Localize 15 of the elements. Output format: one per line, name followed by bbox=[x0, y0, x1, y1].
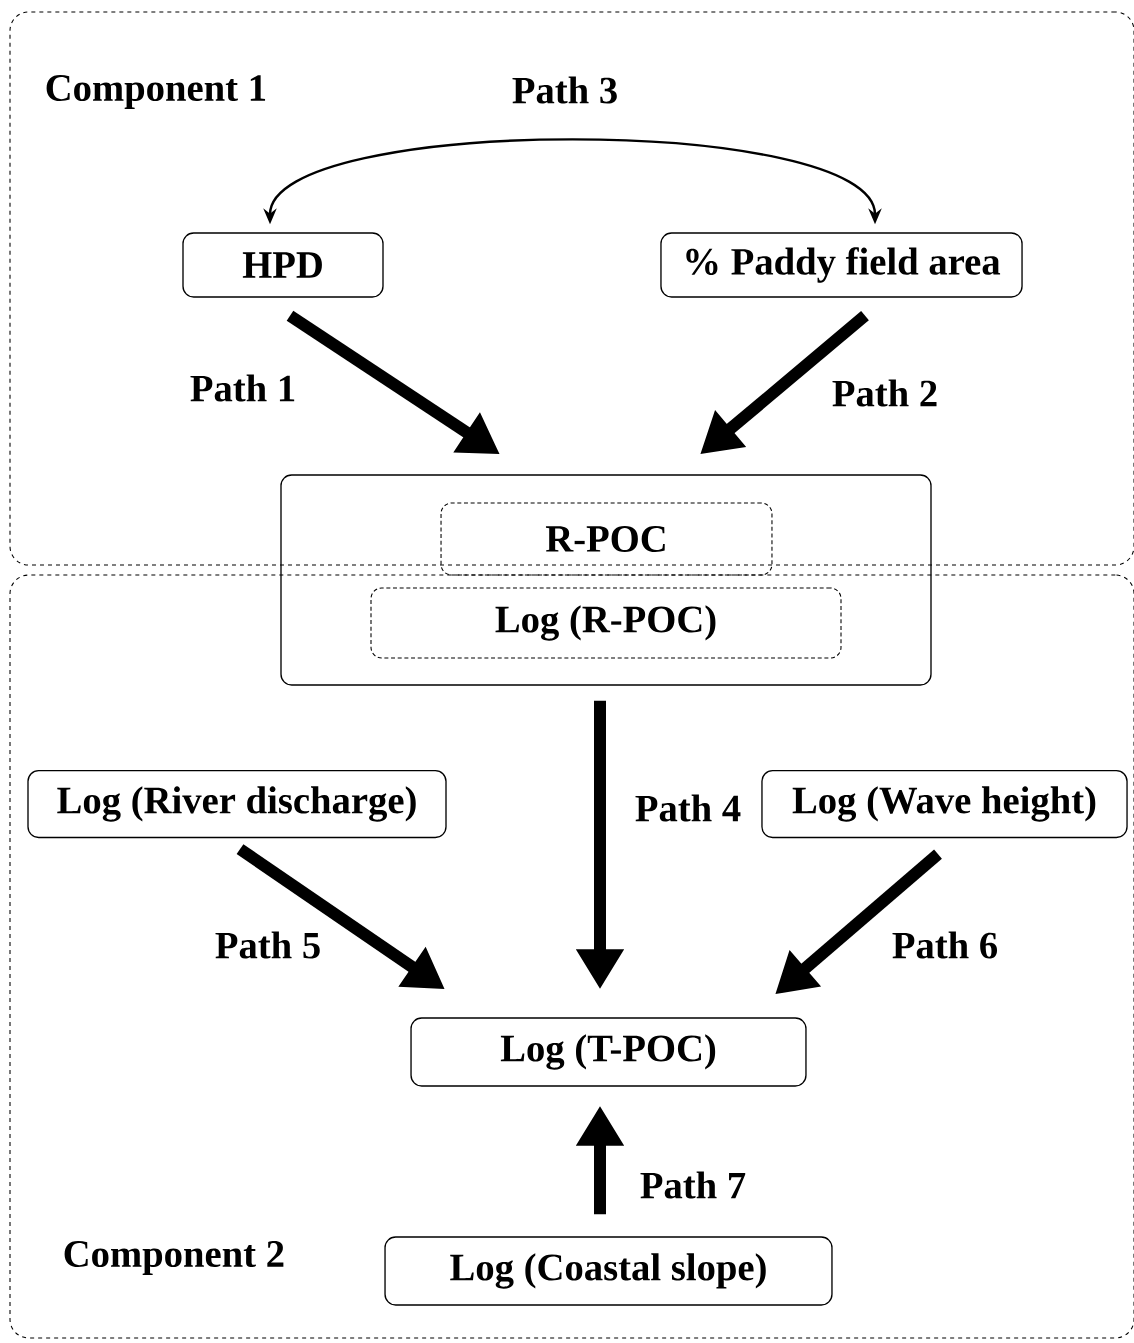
variable-box: HPD bbox=[182, 232, 384, 298]
edge-label: Path 1 bbox=[188, 373, 298, 403]
variable-box: Log (T-POC) bbox=[410, 1017, 807, 1087]
variable-box: Log (R-POC) bbox=[370, 587, 842, 659]
edge-label: Path 5 bbox=[213, 930, 323, 960]
variable-box: Log (River discharge) bbox=[27, 769, 447, 839]
edge-label: Path 4 bbox=[633, 793, 743, 823]
edge-label: Path 7 bbox=[638, 1170, 748, 1200]
variable-box: Log (Wave height) bbox=[761, 769, 1128, 839]
edge-label: Path 6 bbox=[890, 930, 1000, 960]
variable-box bbox=[280, 474, 932, 686]
variable-box: Log (Coastal slope) bbox=[384, 1236, 833, 1306]
edge-label: Path 3 bbox=[510, 75, 620, 105]
variable-box: % Paddy field area bbox=[660, 232, 1023, 298]
edge-label: Path 2 bbox=[830, 378, 940, 408]
